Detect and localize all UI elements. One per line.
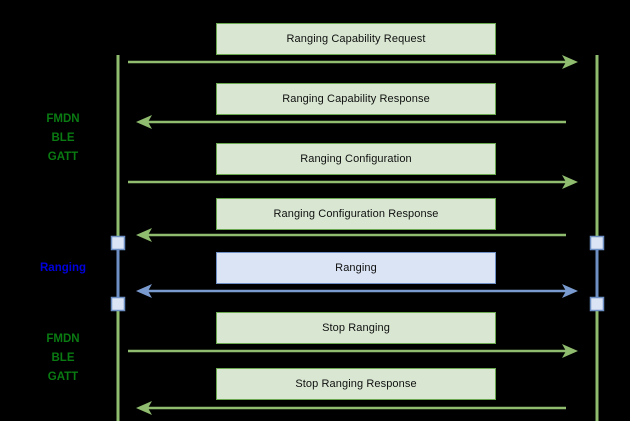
message-label: Ranging Capability Request (286, 33, 426, 45)
activation-left-top (110, 235, 126, 251)
arrow-ranging-capability-request (128, 55, 578, 69)
message-ranging-configuration-response: Ranging Configuration Response (216, 198, 496, 230)
phase-label-ranging-line-1: Ranging (40, 262, 86, 274)
phase-label-fmdn-bottom-line-1: FMDN (46, 333, 80, 345)
phase-label-fmdn-bottom: FMDN BLE GATT (24, 330, 102, 387)
message-stop-ranging: Stop Ranging (216, 312, 496, 344)
message-label: Stop Ranging Response (295, 378, 417, 390)
phase-label-fmdn-top-line-3: GATT (47, 151, 79, 163)
phase-label-fmdn-bottom-line-2: BLE (51, 352, 75, 364)
activation-right-bottom (589, 296, 605, 312)
phase-label-ranging: Ranging (24, 259, 102, 278)
message-ranging-capability-request: Ranging Capability Request (216, 23, 496, 55)
message-stop-ranging-response: Stop Ranging Response (216, 368, 496, 400)
phase-label-fmdn-top: FMDN BLE GATT (24, 110, 102, 167)
message-ranging-configuration: Ranging Configuration (216, 143, 496, 175)
message-label: Stop Ranging (322, 322, 390, 334)
activation-left-bottom (110, 296, 126, 312)
message-label: Ranging (335, 262, 377, 274)
message-label: Ranging Configuration Response (273, 208, 439, 220)
message-label: Ranging Capability Response (282, 93, 430, 105)
arrow-ranging-bidirectional (136, 284, 578, 298)
arrow-ranging-configuration-response (136, 228, 566, 242)
phase-label-fmdn-top-line-1: FMDN (46, 113, 80, 125)
arrow-stop-ranging-response (136, 401, 566, 415)
phase-label-fmdn-top-line-2: BLE (51, 132, 75, 144)
arrow-ranging-capability-response (136, 115, 566, 129)
arrow-ranging-configuration (128, 175, 578, 189)
phase-label-fmdn-bottom-line-3: GATT (47, 371, 79, 383)
arrow-stop-ranging (128, 344, 578, 358)
message-ranging-capability-response: Ranging Capability Response (216, 83, 496, 115)
message-ranging: Ranging (216, 252, 496, 284)
activation-right-top (589, 235, 605, 251)
message-label: Ranging Configuration (300, 153, 412, 165)
